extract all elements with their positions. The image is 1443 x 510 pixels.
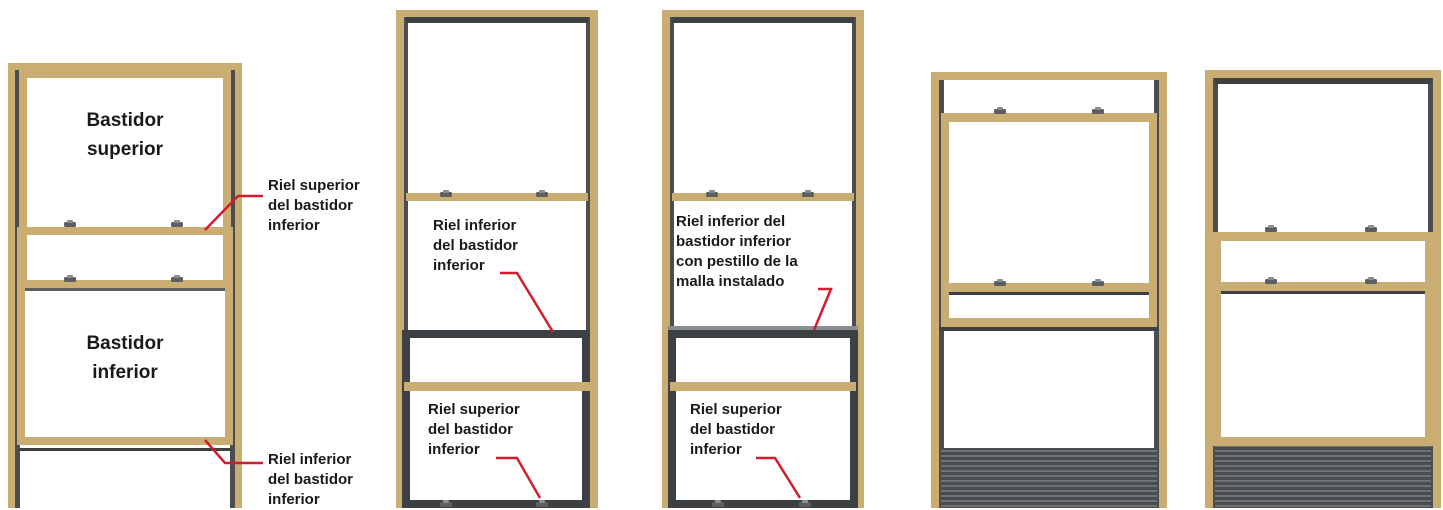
window-3-lower-sash-tilted-latch xyxy=(662,10,864,508)
upper-sash xyxy=(19,70,231,288)
lower-sash-label: Bastidor inferior xyxy=(86,333,164,383)
callout-top-rail-lower-sash: Riel superior del bastidor inferior xyxy=(268,177,360,234)
leader-line-bottom-rail xyxy=(500,271,555,333)
leader-line-top-rail xyxy=(756,456,802,499)
callout-bottom-rail-lower-sash: Riel inferior del bastidor inferior xyxy=(268,451,354,508)
louvered-screen-icon xyxy=(941,448,1157,508)
callout-top-rail-lower-sash: Riel superior del bastidor inferior xyxy=(428,401,520,458)
leader-line-top-rail xyxy=(496,456,542,499)
window-5-screen-lower-sash-raised xyxy=(1205,70,1441,508)
leader-line-bottom-rail xyxy=(204,439,263,465)
leader-line-top-rail xyxy=(204,194,263,231)
window-2-lower-sash-tilted xyxy=(396,10,598,508)
lower-sash xyxy=(17,227,233,445)
window-4-screen-upper-sash-lowered xyxy=(931,72,1167,508)
leader-line-bottom-rail-latch xyxy=(812,287,833,331)
callout-top-rail-lower-sash: Riel superior del bastidor inferior xyxy=(690,401,782,458)
window-1-closed xyxy=(8,63,263,508)
louvered-screen-icon xyxy=(1215,446,1431,508)
tilted-lower-sash xyxy=(402,330,590,508)
upper-sash-label: Bastidor superior xyxy=(86,110,164,160)
tilted-lower-sash xyxy=(668,326,858,508)
callout-bottom-rail-lower-sash: Riel inferior del bastidor inferior xyxy=(433,217,519,274)
callout-bottom-rail-screen-latch: Riel inferior del bastidor inferior con … xyxy=(676,213,798,290)
